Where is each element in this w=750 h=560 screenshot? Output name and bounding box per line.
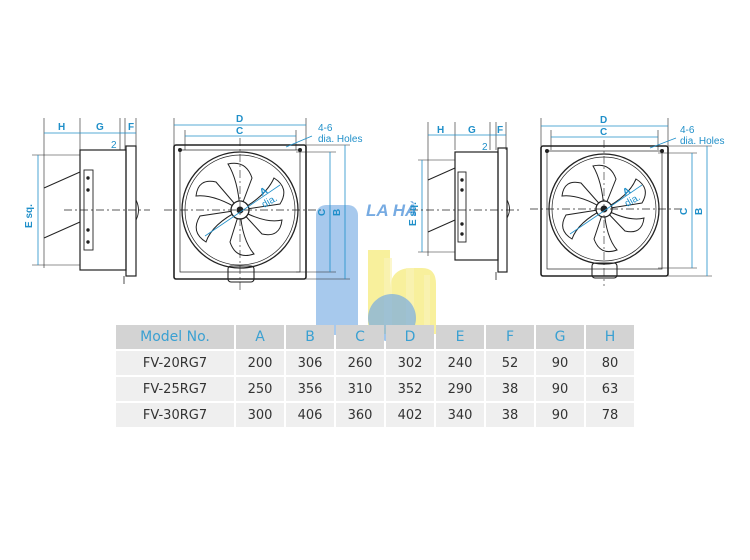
holes-label-line2: dia. Holes	[318, 134, 362, 145]
table-row: FV-30RG7 300 406 360 402 340 38 90 78	[116, 403, 634, 427]
cell-F: 38	[486, 377, 534, 401]
dim-label-H: H	[58, 122, 65, 133]
dim-label-F: F	[128, 122, 134, 133]
dim-label-B-vertical: B	[332, 209, 343, 216]
dim-label-2: 2	[111, 140, 117, 151]
dim-label-C-vertical: C	[317, 209, 328, 216]
table-row: FV-20RG7 200 306 260 302 240 52 90 80	[116, 351, 634, 375]
cell-B: 356	[286, 377, 334, 401]
dim-label-G: G	[96, 122, 104, 133]
cell-E: 240	[436, 351, 484, 375]
dim-label-E-sq-right: E sq.	[408, 202, 419, 226]
dim-label-C: C	[236, 126, 243, 137]
dim-label-B-vertical-right: B	[694, 208, 705, 215]
cell-D: 302	[386, 351, 434, 375]
header-E: E	[436, 325, 484, 349]
cell-G: 90	[536, 351, 584, 375]
cell-A: 200	[236, 351, 284, 375]
header-G: G	[536, 325, 584, 349]
cell-C: 310	[336, 377, 384, 401]
cell-F: 38	[486, 403, 534, 427]
header-H: H	[586, 325, 634, 349]
header-B: B	[286, 325, 334, 349]
table-header-row: Model No. A B C D E F G H	[116, 325, 634, 349]
dim-label-A-right: A	[621, 185, 633, 198]
header-D: D	[386, 325, 434, 349]
side-view-left	[32, 118, 150, 284]
holes-label-line2-right: dia. Holes	[680, 136, 724, 147]
dim-label-D-right: D	[600, 115, 607, 126]
cell-A: 250	[236, 377, 284, 401]
cell-G: 90	[536, 403, 584, 427]
dim-label-C-vertical-right: C	[679, 208, 690, 215]
header-F: F	[486, 325, 534, 349]
header-A: A	[236, 325, 284, 349]
dim-label-D: D	[236, 114, 243, 125]
cell-B: 306	[286, 351, 334, 375]
cell-G: 90	[536, 377, 584, 401]
watermark-text: LA HÀ	[366, 201, 417, 220]
cell-E: 290	[436, 377, 484, 401]
dim-label-2-right: 2	[482, 142, 488, 153]
cell-model: FV-30RG7	[116, 403, 234, 427]
holes-label-line1-right: 4-6	[680, 125, 695, 136]
holes-label-line1: 4-6	[318, 123, 333, 134]
cell-D: 402	[386, 403, 434, 427]
front-view-right	[530, 118, 712, 286]
cell-H: 80	[586, 351, 634, 375]
cell-model: FV-25RG7	[116, 377, 234, 401]
cell-B: 406	[286, 403, 334, 427]
front-view-left	[164, 118, 350, 290]
cell-D: 352	[386, 377, 434, 401]
dimension-table: Model No. A B C D E F G H FV-20RG7 200 3…	[114, 323, 636, 429]
dim-label-E-sq: E sq.	[24, 204, 35, 228]
header-C: C	[336, 325, 384, 349]
cell-model: FV-20RG7	[116, 351, 234, 375]
dim-label-C-right: C	[600, 127, 607, 138]
dim-label-F-right: F	[497, 125, 503, 136]
cell-C: 360	[336, 403, 384, 427]
cell-E: 340	[436, 403, 484, 427]
cell-C: 260	[336, 351, 384, 375]
dim-label-H-right: H	[437, 125, 444, 136]
cell-H: 78	[586, 403, 634, 427]
dim-label-G-right: G	[468, 125, 476, 136]
table-row: FV-25RG7 250 356 310 352 290 38 90 63	[116, 377, 634, 401]
side-view-right	[410, 122, 522, 280]
cell-F: 52	[486, 351, 534, 375]
cell-A: 300	[236, 403, 284, 427]
dim-label-A: A	[258, 185, 270, 198]
cell-H: 63	[586, 377, 634, 401]
header-model-no: Model No.	[116, 325, 234, 349]
